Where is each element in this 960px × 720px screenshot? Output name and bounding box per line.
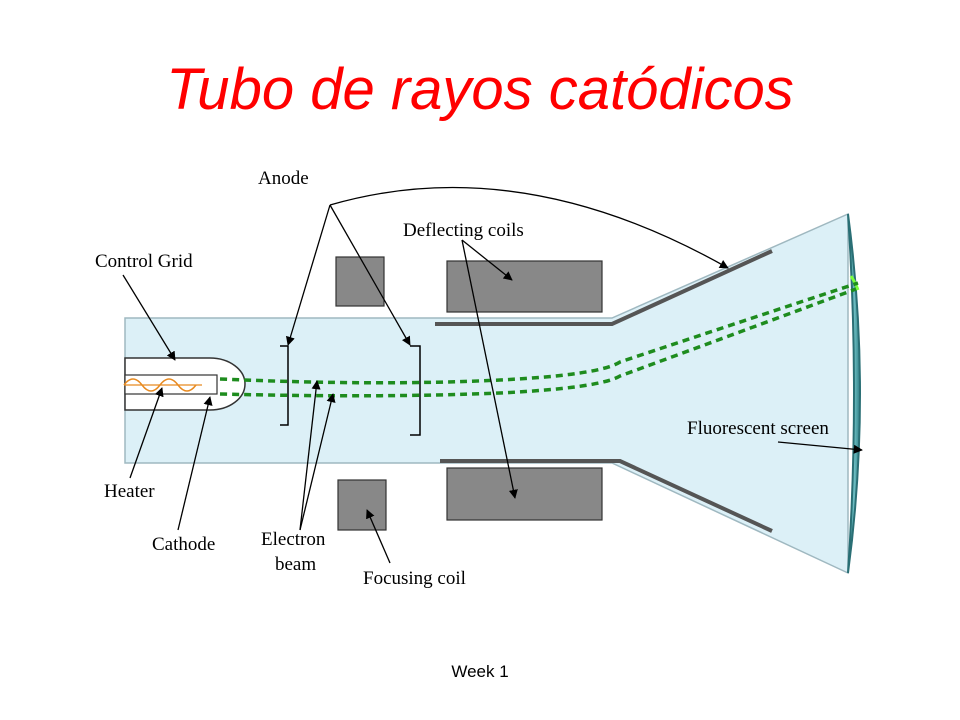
label-focusing-coil: Focusing coil [363,568,466,589]
label-cathode: Cathode [152,534,215,555]
label-deflecting-coils: Deflecting coils [403,220,524,241]
electron-beam-lower [219,287,857,398]
label-anode: Anode [258,168,309,189]
fluorescent-screen [847,213,861,574]
deflection-plate-bottom [440,459,773,533]
focusing-coil-top [335,256,385,307]
label-heater: Heater [104,481,155,502]
focusing-coil-bottom [337,479,387,531]
deflection-plate-top [435,249,773,326]
anode-left-bracket [280,345,289,426]
label-control-grid: Control Grid [95,251,193,272]
slide-footer: Week 1 [451,662,509,681]
label-electron-beam-line2: beam [275,554,316,575]
electron-beam-upper [219,281,859,385]
slide-title: Tubo de rayos catódicos [166,57,794,122]
deflecting-coil-top [446,260,603,313]
label-fluorescent-screen: Fluorescent screen [687,418,829,439]
callout-lines [122,186,863,564]
deflecting-coil-bottom [446,467,603,521]
label-electron-beam-line1: Electron [261,529,326,550]
anode-right-bracket [410,345,421,436]
